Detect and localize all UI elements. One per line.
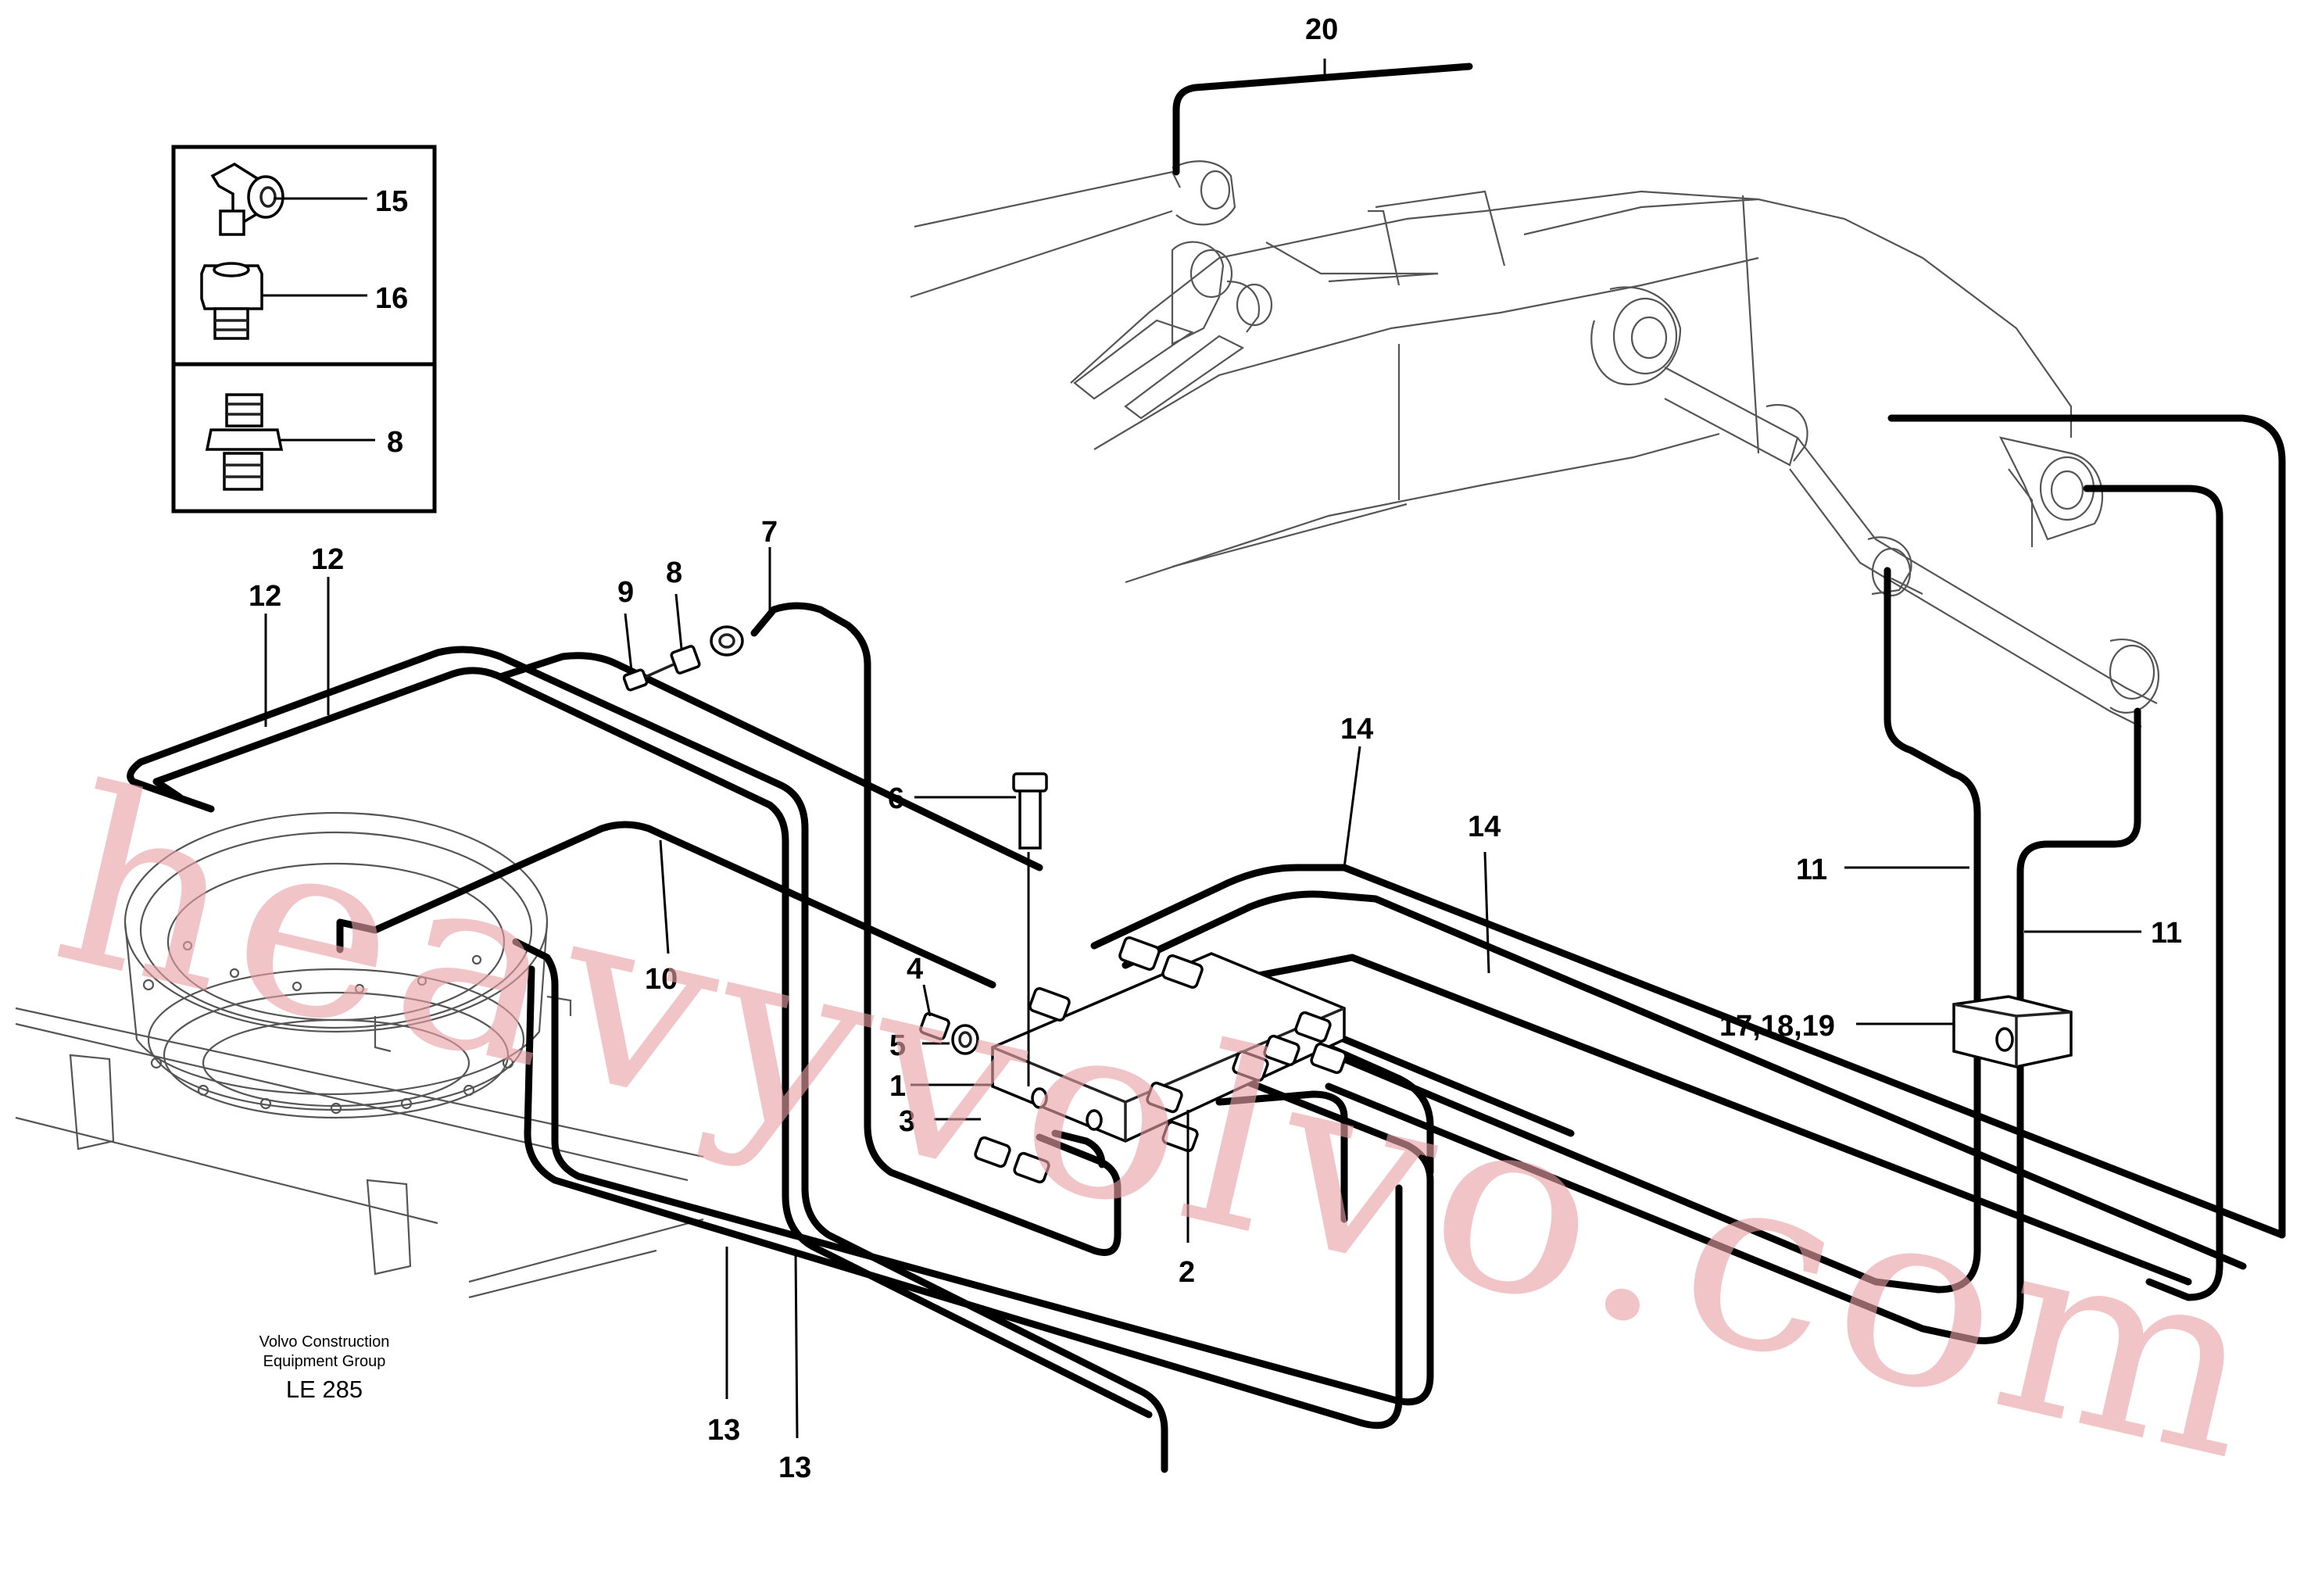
- callout-13-b: 13: [778, 1451, 811, 1484]
- pipe-right-inner: [2083, 485, 2223, 1301]
- callout-8: 8: [666, 556, 682, 589]
- pipe-13-b: [524, 965, 1403, 1430]
- hydraulic-pipes: [127, 63, 2286, 1473]
- footer-line1: Volvo Construction: [259, 1333, 390, 1351]
- callout-15: 15: [375, 185, 408, 218]
- nut-7: [710, 625, 744, 657]
- washer-5: [951, 1024, 979, 1055]
- pipe-7: [750, 602, 1122, 1256]
- callout-12-a: 12: [249, 580, 281, 613]
- callout-14-b: 14: [1468, 811, 1501, 843]
- footer-line2: Equipment Group: [263, 1353, 386, 1370]
- pipe-12-b: [152, 667, 1153, 1419]
- plug-4: [919, 1011, 950, 1041]
- pipe-a: [496, 652, 1043, 871]
- detail-inset: [171, 145, 437, 514]
- footer: Volvo Construction Equipment Group LE 28…: [259, 1333, 390, 1403]
- leader-lines: [262, 59, 2141, 1439]
- pipe-14-b: [1122, 890, 2247, 1270]
- boom-drawing: [910, 160, 2159, 728]
- pipe-10: [336, 821, 996, 989]
- plug-9: [622, 668, 649, 692]
- callout-6: 6: [888, 782, 904, 815]
- callout-11-b: 11: [2151, 917, 2182, 950]
- pipe-e: [1325, 1043, 1434, 1176]
- callout-9: 9: [617, 576, 634, 609]
- footer-code: LE 285: [286, 1376, 363, 1403]
- callout-4: 4: [907, 953, 923, 986]
- slewing-ring-drawing: [15, 811, 704, 1299]
- watermark-text: heavyvolvo.com: [34, 735, 2290, 1516]
- pipe-14-a: [1090, 864, 2286, 1239]
- pipe-14-c: [1247, 954, 2192, 1286]
- callout-8-detail: 8: [387, 426, 403, 459]
- fittings-7-8-9: [622, 625, 744, 692]
- callout-13-a: 13: [707, 1414, 740, 1447]
- callout-labels: 15 16 8 20 12 12 9 8 7 6 4 5 1 3 2 10 14…: [249, 13, 2182, 1484]
- distribution-block: [919, 772, 1347, 1184]
- pipe-b: [1215, 1090, 1348, 1223]
- callout-12-b: 12: [311, 543, 344, 576]
- callout-3: 3: [899, 1105, 915, 1138]
- sensor-17-18-19: [1952, 995, 2073, 1068]
- pipe-right-outer: [1887, 414, 2286, 1239]
- pipe-12-a: [127, 646, 1168, 1473]
- pipe-11-b: [1325, 707, 2141, 1344]
- callout-16: 16: [375, 282, 408, 315]
- pipe-11-a: [1340, 567, 1981, 1294]
- pipe-20: [1172, 63, 1473, 176]
- callout-7: 7: [761, 516, 778, 549]
- callout-20: 20: [1305, 13, 1338, 46]
- callout-2: 2: [1179, 1256, 1195, 1289]
- callout-11-a: 11: [1796, 853, 1827, 886]
- callout-17-18-19: 17,18,19: [1719, 1010, 1835, 1043]
- callout-14-a: 14: [1340, 713, 1373, 746]
- callout-10: 10: [645, 963, 678, 996]
- fittings: [974, 936, 1347, 1184]
- callout-5: 5: [889, 1029, 906, 1062]
- callout-1: 1: [889, 1070, 906, 1103]
- pipe-c: [1051, 1129, 1106, 1168]
- union-8: [670, 645, 701, 675]
